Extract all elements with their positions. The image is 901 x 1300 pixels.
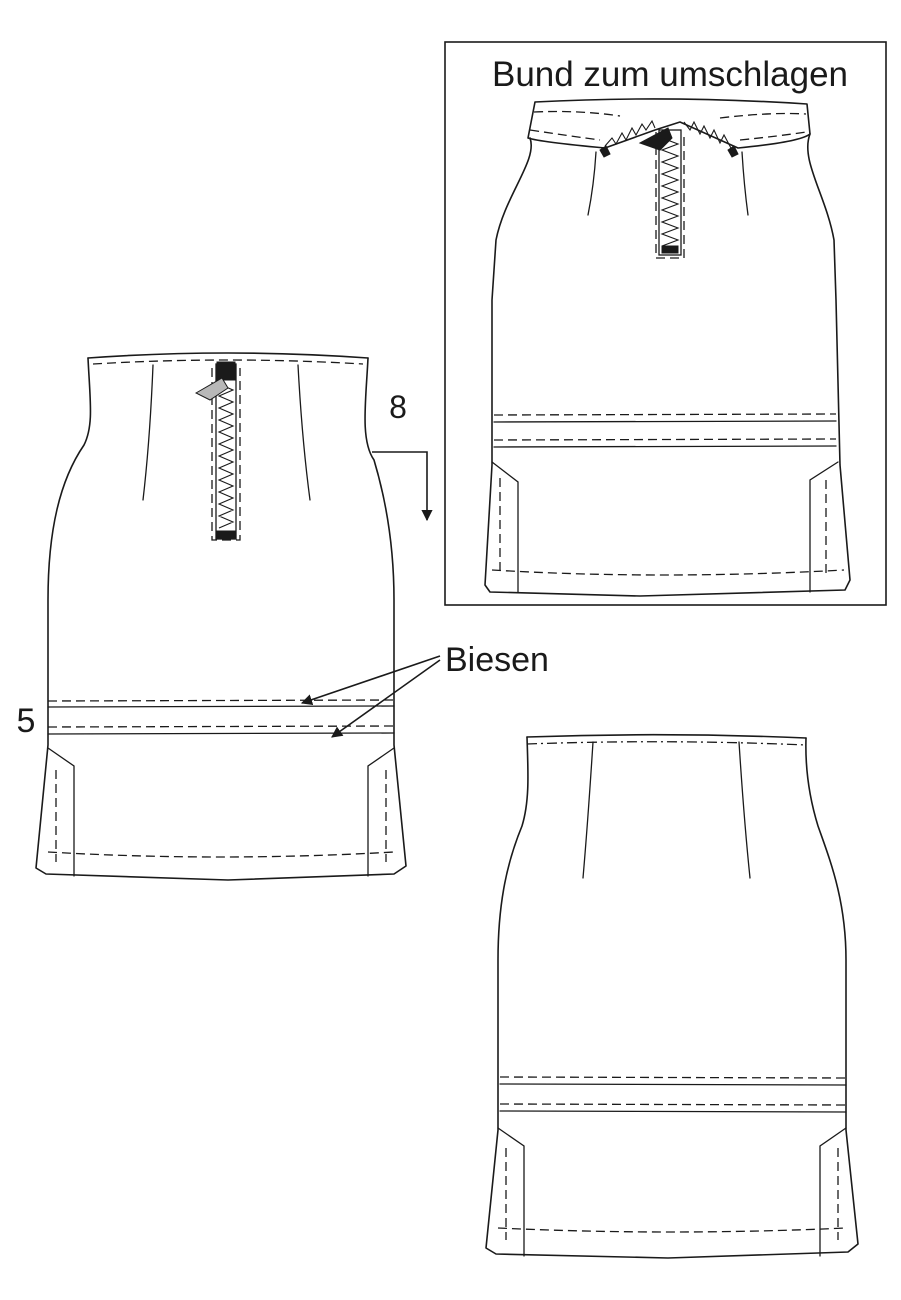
inset-pintuck-line-1 [493,420,837,423]
fold-zigzag-left [604,119,656,147]
zipper-stop [216,530,236,539]
front-pintuck-line-2 [499,1110,847,1113]
inset-zipper-teeth [660,137,680,247]
inset-dart-right [741,151,749,216]
pintucks-leader-2 [331,659,441,738]
inset-pintuck-stitch-1 [493,413,837,416]
front-waist-stitching [526,741,807,746]
inset-slit-right [809,461,839,593]
inset-zipper-stop [661,245,679,254]
zipper-top [216,361,236,381]
zipper-pull [194,377,229,401]
inset-dart-left [587,151,597,216]
inset-zipper-stitching [655,132,685,259]
inset-skirt-outline [484,133,851,597]
pintucks-label: Biesen [445,641,549,679]
pintuck-stitch-2 [47,725,395,728]
fold-zigzag-right [683,120,733,151]
front-dart-right [738,741,751,879]
dart-left [142,364,154,501]
front-waist-top [526,733,807,739]
waistband-stitch-right [719,112,807,119]
inset-hem-stitching [491,569,845,576]
front-slit-left [497,1127,525,1257]
front-pintuck-stitch-1 [499,1076,847,1079]
inset-pintuck-stitch-2 [493,438,837,441]
inset-frame [444,41,887,606]
waistband-stitch-lower-right [739,131,807,141]
front-pintuck-stitch-2 [499,1103,847,1106]
fold-marker-right [727,145,739,158]
inset-title: Bund zum umschlagen [492,55,848,94]
skirt-outline [35,357,407,881]
slit-right [367,747,395,877]
pintucks-leader-1 [300,655,441,706]
zipper-teeth [217,383,235,529]
folded-waistband [527,98,811,149]
waistband-top [87,352,369,359]
step-eight-arrow [372,451,433,522]
inset-zipper-tape [658,129,682,256]
zipper-stitching [211,368,241,541]
pintuck-stitch-1 [47,699,395,702]
step-five-label: 5 [17,702,36,740]
dart-right [297,364,311,501]
inset-pintuck-line-2 [493,445,837,448]
inset-slit-left [491,461,519,593]
waistband-stitch-lower-left [529,129,601,141]
front-skirt-outline [485,736,859,1259]
skirt-folded-waistband [484,98,851,597]
skirt-back-with-zipper [35,352,407,881]
waistband-stitch-left [533,110,621,117]
hem-stitching [47,851,395,858]
pintuck-line-2 [47,732,395,735]
waistband-top-stitching [92,359,364,365]
front-pintuck-line-1 [499,1083,847,1086]
inset-panel: Bund zum umschlagen [444,41,887,606]
slit-left [47,747,75,877]
fold-marker-left [599,145,611,158]
step-eight-label: 8 [389,389,407,425]
front-hem-stitching [497,1227,847,1233]
skirt-front-view [485,733,859,1259]
front-dart-left [582,741,594,879]
pintuck-line-1 [47,705,395,708]
front-slit-right [819,1127,847,1257]
